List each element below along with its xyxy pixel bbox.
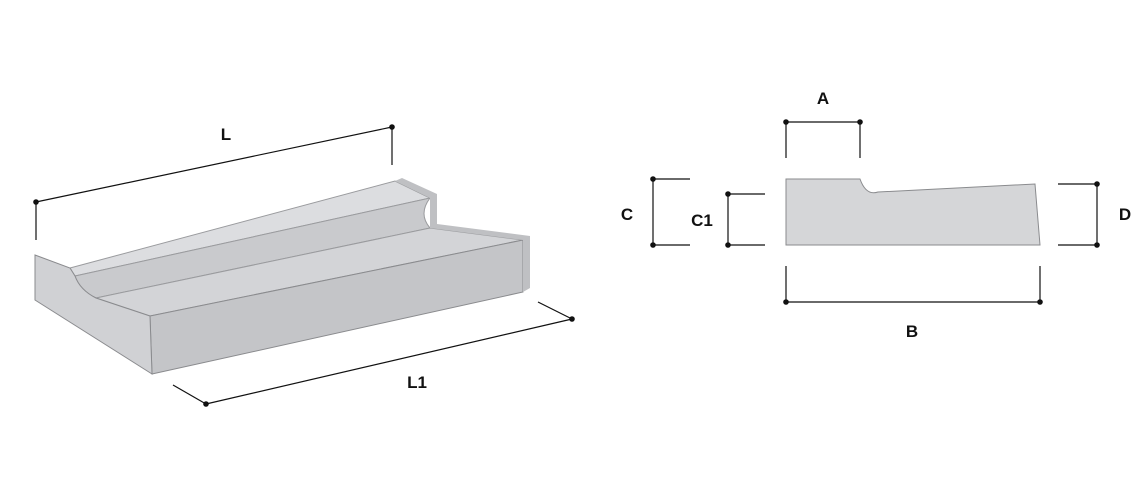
section-view: A C C1 D — [621, 89, 1131, 341]
dimension-L: L — [33, 124, 395, 240]
dimension-C: C — [621, 176, 690, 248]
dimension-end-dot — [569, 316, 575, 322]
sill-end-face — [34, 254, 153, 375]
dimension-L1: L1 — [172, 301, 575, 407]
dimension-end-dot — [783, 299, 789, 305]
label-L1: L1 — [407, 373, 427, 392]
label-L: L — [221, 125, 231, 144]
label-A: A — [817, 89, 829, 108]
label-C: C — [621, 205, 633, 224]
dimension-end-dot — [1037, 299, 1043, 305]
dimension-B: B — [783, 266, 1043, 341]
dimension-end-dot — [857, 119, 863, 125]
dimension-end-dot — [389, 124, 395, 130]
dimension-end-dot — [725, 242, 731, 248]
dimension-end-dot — [650, 242, 656, 248]
dimension-C1: C1 — [691, 191, 765, 248]
dimension-end-dot — [725, 191, 731, 197]
dimension-end-dot — [650, 176, 656, 182]
label-C1: C1 — [691, 211, 713, 230]
isometric-view: L L1 — [33, 124, 575, 407]
dimension-D: D — [1058, 181, 1131, 248]
dimension-end-dot — [203, 401, 209, 407]
label-B: B — [906, 322, 918, 341]
dimension-end-dot — [1094, 242, 1100, 248]
dimension-end-dot — [1094, 181, 1100, 187]
label-D: D — [1119, 205, 1131, 224]
section-profile — [785, 178, 1041, 246]
dimension-end-dot — [33, 199, 39, 205]
sill-right-edge — [395, 178, 530, 292]
dimension-A: A — [783, 89, 863, 158]
dimension-end-dot — [783, 119, 789, 125]
